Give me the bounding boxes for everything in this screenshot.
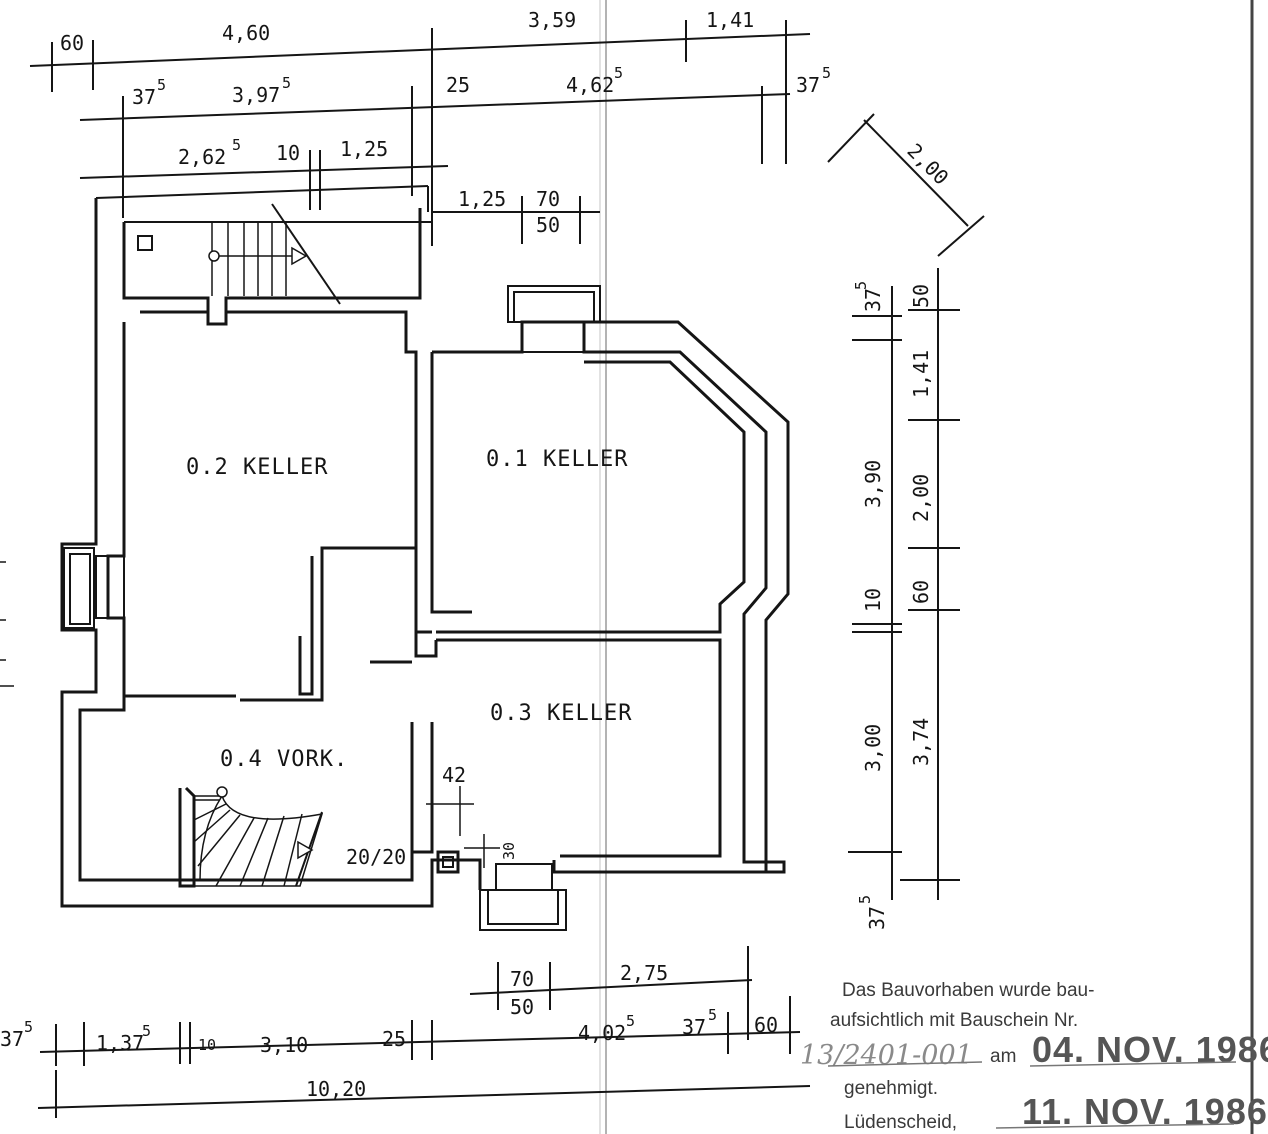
- dim-row2-c: 25: [446, 73, 470, 97]
- stamp-line-3: genehmigt.: [844, 1078, 938, 1099]
- dim-row2-a: 37: [132, 85, 156, 109]
- room-label-0-2-keller: 0.2 KELLER: [186, 455, 328, 480]
- dim-row1-a: 60: [60, 31, 84, 55]
- dim-bottom-r2-g-sup: 5: [708, 1006, 717, 1024]
- bottom-dimension-chains: 70 50 2,75 37 5 1,37 5 10 3,10 25 4,02 5…: [0, 946, 811, 1118]
- room-label-0-1-keller: 0.1 KELLER: [486, 447, 628, 472]
- dim-bottom-r2-e: 25: [382, 1027, 406, 1051]
- dim-bottom-r1-c: 2,75: [620, 961, 668, 985]
- dim-bottom-r2-a-sup: 5: [24, 1018, 33, 1036]
- dim-right-a3: 10: [861, 588, 885, 612]
- dim-right-a1-sup: 5: [852, 281, 870, 290]
- dim-inner-42: 42: [442, 763, 466, 787]
- margin-marks: [0, 561, 14, 687]
- stairs-top: [208, 203, 341, 305]
- dim-bottom-total: 10,20: [306, 1077, 366, 1101]
- dim-row1-d: 1,41: [706, 8, 754, 32]
- walls: [60, 198, 790, 931]
- stamp-permit-number: 13/2401-001: [800, 1040, 973, 1071]
- dim-bottom-r2-a: 37: [0, 1027, 24, 1051]
- dim-right-a1: 37: [861, 288, 885, 312]
- room-label-0-3-keller: 0.3 KELLER: [490, 701, 632, 726]
- inner-dimensions: 42 20/20 30: [346, 763, 518, 869]
- dim-bottom-r2-h: 60: [754, 1013, 778, 1037]
- dim-bottom-r2-d: 3,10: [260, 1033, 308, 1057]
- dim-right-a5-sup: 5: [856, 895, 874, 904]
- dim-inner-20-20: 20/20: [346, 845, 406, 869]
- dim-row1-b: 4,60: [222, 21, 270, 45]
- dim-row2-e-sup: 5: [822, 64, 831, 82]
- dim-bottom-r2-b: 1,37: [96, 1031, 144, 1055]
- dim-bottom-r2-g: 37: [682, 1015, 706, 1039]
- dim-bottom-r2-b-sup: 5: [142, 1022, 151, 1040]
- dim-bottom-r1-a: 70: [510, 967, 534, 991]
- stairs-vork: [178, 786, 324, 888]
- dim-right-b3: 2,00: [909, 474, 933, 522]
- dim-row3-c: 1,25: [340, 137, 388, 161]
- top-dimension-chains: 60 4,60 3,59 1,41 37 5 3,97 5 25 4,62 5 …: [29, 8, 831, 246]
- dim-row4-b: 70: [536, 187, 560, 211]
- dim-bottom-r2-f-sup: 5: [626, 1012, 635, 1030]
- dim-right-a4: 3,00: [861, 724, 885, 772]
- stamp-am: am: [990, 1046, 1016, 1067]
- dim-right-a5: 37: [865, 906, 889, 930]
- dim-row3-b: 10: [276, 141, 300, 165]
- dim-inner-30: 30: [500, 842, 518, 860]
- right-dimension-chains: 37 5 3,90 10 3,00 37 5 50 1,41 2,00 60 3…: [848, 268, 960, 930]
- dim-bottom-r2-f: 4,02: [578, 1021, 626, 1045]
- approval-stamp: Das Bauvorhaben wurde bau- aufsichtlich …: [800, 980, 1268, 1133]
- dim-row4-a: 1,25: [458, 187, 506, 211]
- dim-row2-b-sup: 5: [282, 74, 291, 92]
- dim-row2-e: 37: [796, 73, 820, 97]
- dim-row3-a: 2,62: [178, 145, 226, 169]
- dim-row2-d-sup: 5: [614, 64, 623, 82]
- dim-row1-c: 3,59: [528, 8, 576, 32]
- room-labels: 0.2 KELLER 0.1 KELLER 0.3 KELLER 0.4 VOR…: [186, 447, 632, 772]
- diagonal-dimension: 2,00: [827, 113, 985, 257]
- stamp-line-2: aufsichtlich mit Bauschein Nr.: [830, 1010, 1078, 1031]
- dim-row4-c: 50: [536, 213, 560, 237]
- stamp-city: Lüdenscheid,: [844, 1112, 957, 1133]
- dim-right-b5: 3,74: [909, 718, 933, 766]
- paper-fold-lines: [599, 0, 1254, 1134]
- dim-right-b2: 1,41: [909, 350, 933, 398]
- dim-row2-a-sup: 5: [157, 76, 166, 94]
- dim-bottom-r1-b: 50: [510, 995, 534, 1019]
- dim-right-a2: 3,90: [861, 460, 885, 508]
- dim-right-b1: 50: [909, 284, 933, 308]
- dim-diagonal: 2,00: [902, 139, 953, 190]
- dim-row3-a-sup: 5: [232, 136, 241, 154]
- room-label-0-4-vork: 0.4 VORK.: [220, 747, 348, 772]
- dim-row2-d: 4,62: [566, 73, 614, 97]
- dim-right-b4: 60: [909, 580, 933, 604]
- stamp-line-1: Das Bauvorhaben wurde bau-: [842, 980, 1094, 1001]
- dim-row2-b: 3,97: [232, 83, 280, 107]
- dim-bottom-r2-c: 10: [198, 1036, 216, 1054]
